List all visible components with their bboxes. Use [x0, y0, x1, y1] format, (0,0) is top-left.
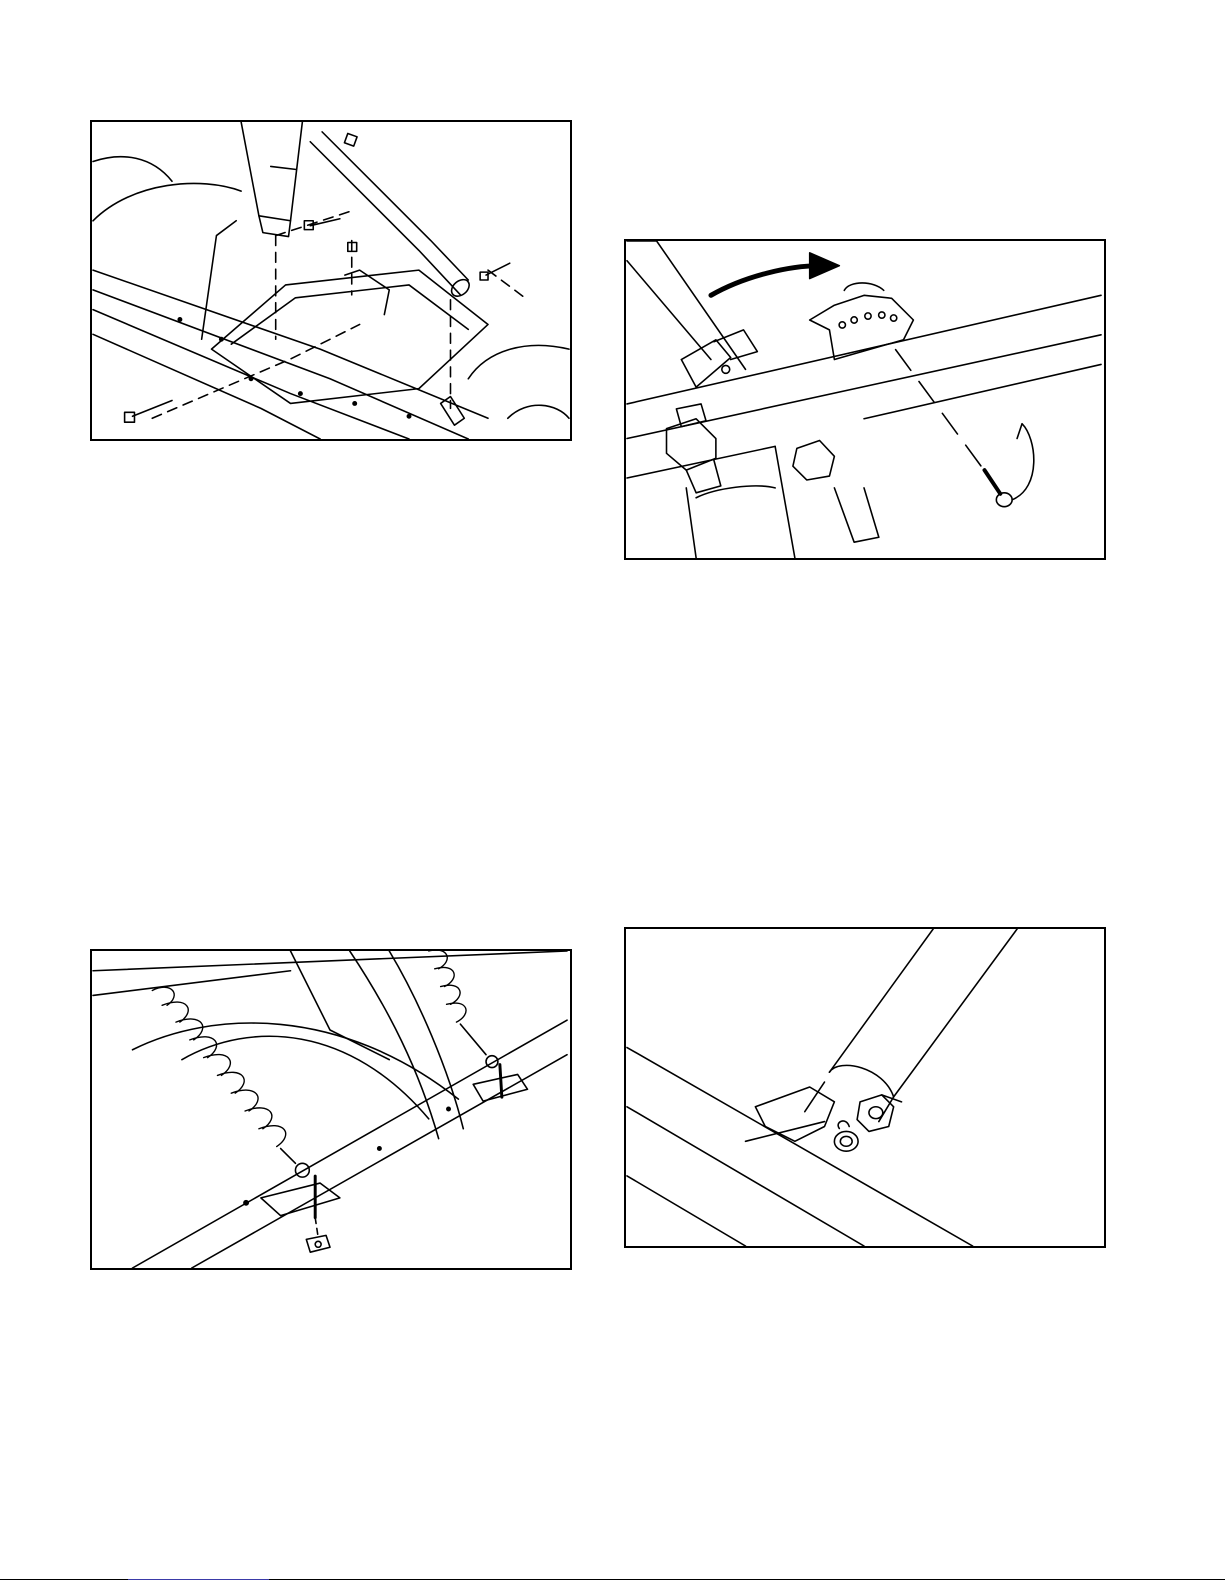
hitch-frame-drawing: [92, 122, 570, 439]
figure-angle-lock-pin: [624, 239, 1106, 560]
figure-blade-springs: [90, 949, 572, 1270]
hydraulic-cylinder-drawing: [626, 929, 1104, 1246]
figure-hydraulic-cylinder: [624, 927, 1106, 1248]
figure-hitch-frame-assembly: [90, 120, 572, 441]
blade-springs-drawing: [92, 951, 570, 1268]
footer-link-underline[interactable]: [128, 1570, 269, 1580]
angle-lock-drawing: [626, 241, 1104, 558]
